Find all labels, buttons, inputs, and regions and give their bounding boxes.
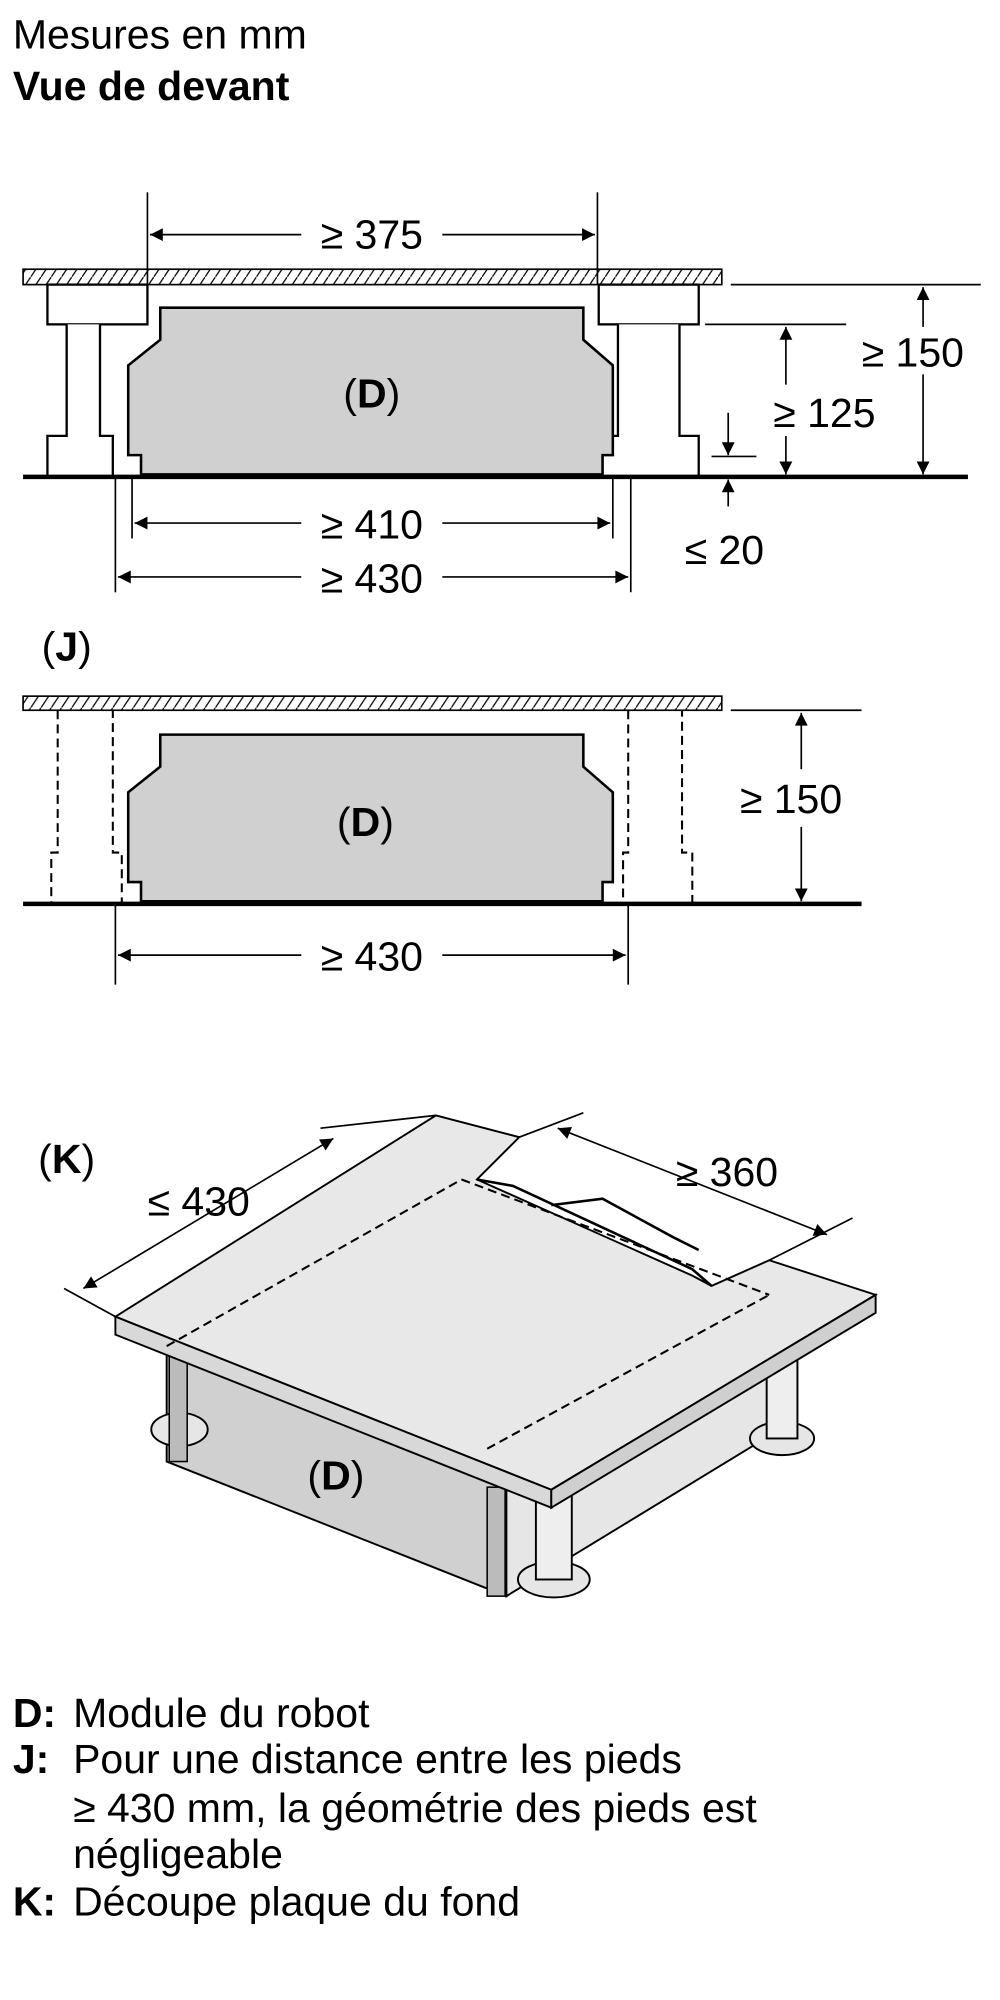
- dim-360: ≥ 360: [676, 1149, 778, 1195]
- dim-150: ≥ 150: [862, 330, 964, 376]
- legend-text-k: Découpe plaque du fond: [73, 1878, 520, 1924]
- dim-430: ≤ 430: [148, 1178, 250, 1224]
- right-foot-dashed: [622, 710, 694, 905]
- module-label: (D): [337, 799, 394, 845]
- view-heading: Vue de devant: [13, 63, 290, 109]
- legend-text-j-2: ≥ 430 mm, la géométrie des pieds est: [73, 1785, 757, 1831]
- legend-key-j: J:: [13, 1736, 49, 1782]
- dim-430: ≥ 430: [321, 555, 423, 601]
- legend-text-d: Module du robot: [73, 1690, 370, 1736]
- units-heading: Mesures en mm: [13, 12, 307, 58]
- legend-key-k: K:: [13, 1878, 56, 1924]
- right-foot: [597, 283, 700, 479]
- legend-key-d: D:: [13, 1690, 56, 1736]
- module-label: (D): [343, 371, 400, 417]
- dim-430: ≥ 430: [321, 934, 423, 980]
- robot-module: [126, 733, 615, 903]
- legend-text-j-3: négligeable: [73, 1831, 283, 1877]
- j-label: (J): [42, 623, 92, 669]
- module-label: (D): [307, 1453, 364, 1499]
- front-view-diagram: (D) ≥ 375 ≥ 410 ≥ 430 ≥ 150 ≥ 125 ≤ 20: [22, 192, 981, 601]
- j-diagram: (J) (D) ≥ 150 ≥ 430: [22, 623, 862, 985]
- worktop: [22, 695, 723, 712]
- legend-text-j-1: Pour une distance entre les pieds: [73, 1736, 682, 1782]
- k-label: (K): [38, 1136, 95, 1182]
- left-foot-dashed: [50, 710, 123, 905]
- robot-module: [126, 306, 615, 476]
- dim-125: ≥ 125: [773, 390, 875, 436]
- dim-410: ≥ 410: [321, 501, 423, 547]
- dim-375: ≥ 375: [321, 212, 423, 258]
- worktop: [22, 268, 723, 286]
- k-diagram: (K) (D) ≤ 430 ≥ 360: [38, 1112, 878, 1599]
- dim-20: ≤ 20: [685, 527, 765, 573]
- legend: D: Module du robot J: Pour une distance …: [13, 1690, 758, 1924]
- dim-150: ≥ 150: [740, 776, 842, 822]
